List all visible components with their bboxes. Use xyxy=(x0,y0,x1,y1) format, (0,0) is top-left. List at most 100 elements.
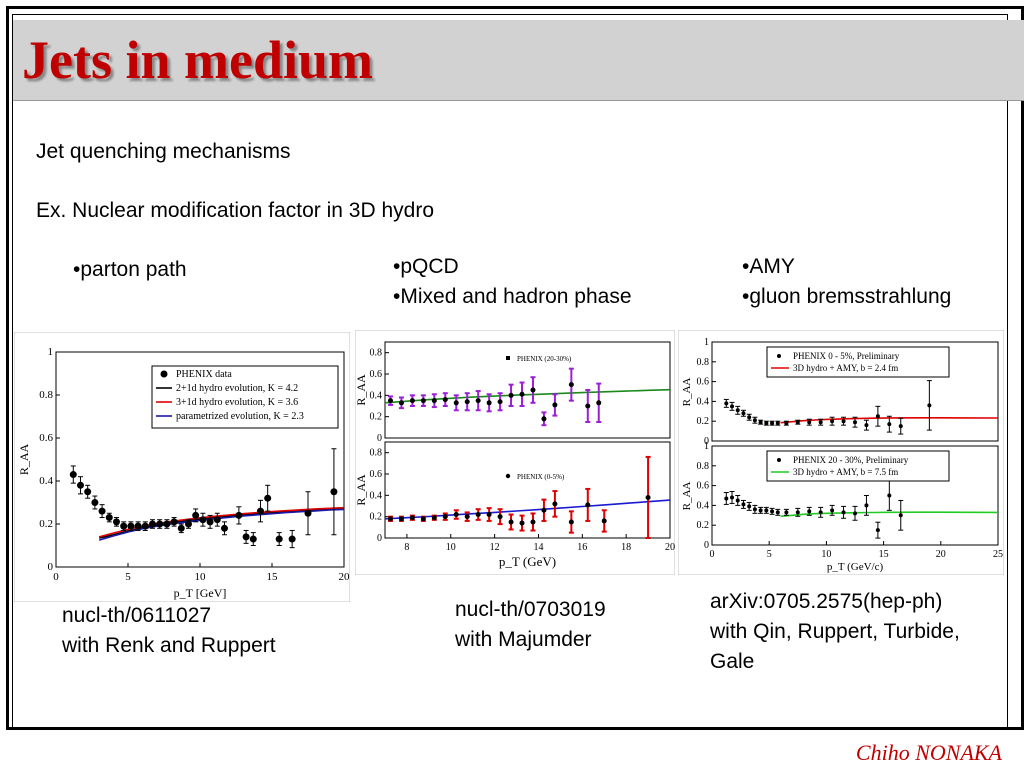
data-point xyxy=(242,533,250,541)
data-point xyxy=(770,421,775,426)
y-tick-label: 0.8 xyxy=(697,357,710,368)
data-point xyxy=(486,400,492,406)
data-point xyxy=(818,420,823,425)
y-tick-label: 0.6 xyxy=(39,432,53,444)
data-point xyxy=(775,510,780,515)
data-point xyxy=(758,420,763,425)
data-point xyxy=(864,423,869,428)
data-point xyxy=(795,510,800,515)
y-tick-label: 0.2 xyxy=(370,512,383,523)
y-tick-label: 0.8 xyxy=(39,389,53,401)
data-point xyxy=(288,535,296,543)
y-tick-label: 0.8 xyxy=(370,348,383,359)
data-point xyxy=(784,421,789,426)
data-point xyxy=(442,514,448,520)
data-point xyxy=(184,520,192,528)
legend-label: 2+1d hydro evolution, K = 4.2 xyxy=(176,383,298,394)
y-tick-label: 0 xyxy=(377,533,382,544)
data-point xyxy=(464,514,470,520)
y-tick-label: 0.8 xyxy=(370,448,383,459)
data-point xyxy=(841,510,846,515)
x-tick-label: 14 xyxy=(533,542,543,553)
x-tick-label: 16 xyxy=(577,542,587,553)
legend-marker xyxy=(160,370,168,378)
data-point xyxy=(213,516,221,524)
x-tick-label: 15 xyxy=(267,571,279,583)
slide-inner-frame xyxy=(12,14,1008,728)
data-point xyxy=(601,518,607,524)
y-tick-label: 1 xyxy=(48,346,54,358)
plot-frame xyxy=(711,341,999,442)
data-point xyxy=(497,514,503,520)
x-tick-label: 10 xyxy=(821,549,831,560)
data-point xyxy=(585,403,591,409)
data-point xyxy=(530,519,536,525)
data-point xyxy=(398,516,404,522)
data-point xyxy=(112,518,120,526)
y-tick-label: 0.6 xyxy=(697,481,710,492)
data-point xyxy=(530,387,536,393)
data-point xyxy=(875,528,880,533)
data-point xyxy=(497,399,503,405)
data-point xyxy=(552,501,558,507)
legend-label: 3D hydro + AMY, b = 2.4 fm xyxy=(793,363,898,373)
y-axis-label: R_AA xyxy=(17,444,31,476)
data-point xyxy=(898,513,903,518)
x-tick-label: 20 xyxy=(936,549,946,560)
y-tick-label: 0 xyxy=(704,540,709,551)
data-point xyxy=(568,519,574,525)
data-point xyxy=(442,397,448,403)
data-point xyxy=(875,414,880,419)
x-tick-label: 12 xyxy=(490,542,500,553)
data-point xyxy=(206,518,214,526)
data-point xyxy=(275,535,283,543)
data-point xyxy=(387,398,393,404)
data-point xyxy=(91,499,99,506)
legend-marker xyxy=(777,354,781,358)
y-tick-label: 0.2 xyxy=(697,416,710,427)
data-point xyxy=(807,420,812,425)
legend-label: 3D hydro + AMY, b = 7.5 fm xyxy=(793,467,898,477)
data-point xyxy=(220,524,228,532)
x-tick-label: 20 xyxy=(339,571,351,583)
ref-col1-line1: nucl-th/0611027 xyxy=(62,604,212,627)
plot-frame xyxy=(711,445,999,546)
y-tick-label: 1 xyxy=(704,441,709,452)
data-point xyxy=(453,512,459,518)
model-curve xyxy=(780,511,999,518)
data-point xyxy=(98,507,106,515)
y-tick-label: 1 xyxy=(704,337,709,348)
legend-label: 3+1d hydro evolution, K = 3.6 xyxy=(176,397,298,408)
data-point xyxy=(330,488,338,496)
data-point xyxy=(795,420,800,425)
y-axis-label: R_AA xyxy=(681,482,693,511)
data-point xyxy=(730,495,735,500)
x-tick-label: 20 xyxy=(665,542,675,553)
data-point xyxy=(120,522,128,530)
data-point xyxy=(127,522,135,530)
y-tick-label: 0.6 xyxy=(370,469,383,480)
y-tick-label: 0.2 xyxy=(39,518,53,530)
data-point xyxy=(235,511,243,519)
data-point xyxy=(134,522,142,530)
data-point xyxy=(141,522,149,530)
data-point xyxy=(398,400,404,406)
data-point xyxy=(784,510,789,515)
x-tick-label: 0 xyxy=(710,549,715,560)
data-point xyxy=(420,398,426,404)
data-point xyxy=(830,419,835,424)
y-tick-label: 0.2 xyxy=(370,412,383,423)
x-tick-label: 5 xyxy=(767,549,772,560)
data-point xyxy=(264,494,272,502)
legend-label: parametrized evolution, K = 2.3 xyxy=(176,411,304,422)
data-point xyxy=(818,510,823,515)
y-axis-label: R_AA xyxy=(355,474,368,506)
legend-label: PHENIX (0-5%) xyxy=(517,473,565,481)
data-point xyxy=(170,518,178,526)
data-point xyxy=(464,399,470,405)
data-point xyxy=(758,508,763,513)
y-tick-label: 0.4 xyxy=(697,500,710,511)
data-point xyxy=(475,398,481,404)
